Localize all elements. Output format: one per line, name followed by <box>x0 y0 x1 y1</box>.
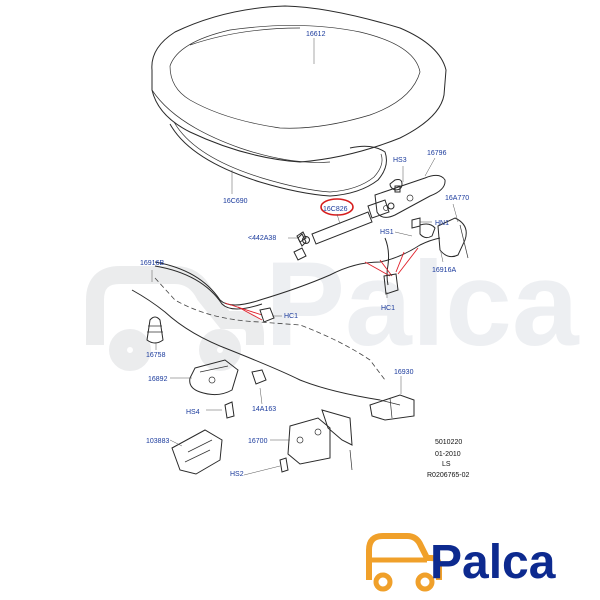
label-hn1: HN1 <box>435 220 449 227</box>
hood <box>151 5 447 163</box>
clip-leaders-red <box>224 247 419 321</box>
ref-line-3: LS <box>442 461 451 468</box>
watermark-car-icon <box>86 266 264 371</box>
prop-rod <box>297 199 395 247</box>
leader-lines <box>151 38 459 476</box>
label-release-cable: 16916B <box>140 260 164 267</box>
bottom-area <box>0 478 600 600</box>
striker <box>369 394 415 421</box>
label-hc1-right: HC1 <box>381 305 395 312</box>
latch-bracket <box>171 429 223 475</box>
label-hs1: HS1 <box>380 229 394 236</box>
label-lever: 16892 <box>148 376 168 383</box>
clips <box>251 247 399 385</box>
label-hc1-mid: HC1 <box>284 313 298 320</box>
latch <box>279 409 353 473</box>
label-hs4: HS4 <box>186 409 200 416</box>
label-seal: 16C690 <box>223 198 248 205</box>
label-hood: 16612 <box>306 31 326 38</box>
label-bumper: 16758 <box>146 352 166 359</box>
label-prop-rod: 16C826 <box>323 206 348 213</box>
release-lever <box>189 359 239 419</box>
release-cables <box>131 237 441 406</box>
highlight-circle <box>320 198 354 216</box>
watermark-text: Palca <box>265 237 580 371</box>
bolts <box>296 185 421 243</box>
hood-seal <box>169 121 387 197</box>
car-icon <box>366 533 442 592</box>
bumper-stop <box>146 316 164 344</box>
palca-logo[interactable]: Palca <box>366 533 556 592</box>
ref-line-1: 5010220 <box>435 439 462 446</box>
label-hs3: HS3 <box>393 157 407 164</box>
ref-line-2: 01-2010 <box>435 451 461 458</box>
reference-block: 5010220 01-2010 LS R0206765-02 <box>427 439 470 479</box>
label-clip: 14A163 <box>252 406 276 413</box>
label-cable-end: 16916A <box>432 267 456 274</box>
label-hinge-bracket: 16A770 <box>445 195 469 202</box>
label-striker: 16930 <box>394 369 414 376</box>
label-hs2: HS2 <box>230 471 244 478</box>
part-labels: 16612 16C690 16C826 <442A38 HS3 16796 16… <box>140 31 469 478</box>
ref-line-4: R0206765-02 <box>427 472 470 479</box>
label-latch: 16700 <box>248 438 268 445</box>
label-hinge: 16796 <box>427 150 447 157</box>
label-latch-bracket: 103883 <box>146 438 169 445</box>
brand-name: Palca <box>430 536 556 589</box>
label-bolt-left: <442A38 <box>248 235 276 242</box>
watermark: Palca <box>86 237 580 371</box>
